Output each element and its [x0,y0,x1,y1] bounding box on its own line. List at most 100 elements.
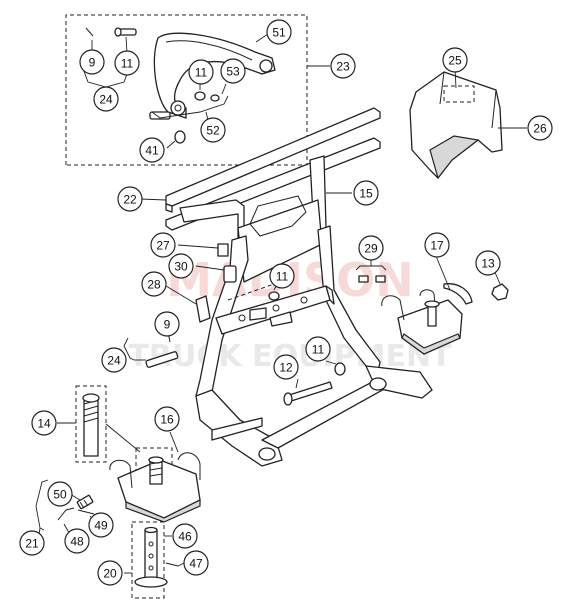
left-jack-foot [109,431,201,523]
callout-11a: 11 [114,50,140,76]
callout-number: 11 [195,66,208,80]
callout-53: 53 [220,58,246,84]
callout-circle [200,117,226,143]
callout-50: 50 [47,481,73,507]
callout-17: 17 [424,232,450,258]
callout-number: 9 [89,56,96,70]
callout-number: 48 [70,535,84,549]
callout-circle [353,180,379,206]
callout-number: 41 [145,144,159,158]
callout-29: 29 [358,235,384,261]
cross-bar [215,281,335,335]
callout-circle [117,186,143,212]
callout-circle [79,49,105,75]
callout-number: 29 [364,242,378,256]
callout-number: 20 [103,567,117,581]
top-angle-bars [139,107,381,231]
callout-number: 13 [481,257,495,271]
callout-circle [527,115,553,141]
callout-number: 9 [164,318,171,332]
callout-23: 23 [330,53,356,79]
callout-circle [88,512,114,538]
callout-circle [273,354,299,380]
callout-number: 16 [160,413,174,427]
callout-number: 30 [174,260,188,274]
callout-12: 12 [273,354,299,380]
callout-22: 22 [117,186,143,212]
callout-number: 52 [206,124,220,138]
callout-circle [305,336,331,362]
callout-27: 27 [150,232,176,258]
callout-21: 21 [19,530,45,556]
callout-number: 24 [107,354,121,368]
callout-circle [183,550,209,576]
callout-9a: 9 [79,49,105,75]
callout-number: 28 [147,278,161,292]
callout-circle [19,530,45,556]
callout-26: 26 [527,115,553,141]
callout-circle [101,347,127,373]
callout-number: 47 [189,557,203,571]
callout-circle [64,528,90,554]
callout-51: 51 [266,19,292,45]
callout-number: 26 [533,122,547,136]
callout-46: 46 [172,523,198,549]
linkage-hardware [149,82,229,149]
callout-circle [442,47,468,73]
callout-number: 15 [359,187,373,201]
callout-circle [150,232,176,258]
right-jack-assembly [381,255,509,355]
callout-number: 49 [94,519,108,533]
callout-30: 30 [168,253,194,279]
lift-arm-linkage [153,32,276,119]
callout-number: 17 [430,239,444,253]
callout-circle [475,250,501,276]
spring-assembly [57,385,141,463]
callout-number: 24 [99,93,113,107]
callout-47: 47 [183,550,209,576]
callout-number: 21 [25,537,39,551]
callout-circle [330,53,356,79]
callout-11d: 11 [305,336,331,362]
callout-number: 12 [279,361,293,375]
hydraulic-cover [409,67,527,180]
jack-stand [124,521,185,599]
callout-number: 25 [448,54,462,68]
callout-number: 50 [53,488,67,502]
callout-circle [139,137,165,163]
callout-24a: 24 [93,86,119,112]
callout-number: 23 [336,60,350,74]
callout-number: 53 [226,65,240,79]
callout-11c: 11 [269,263,295,289]
callout-49: 49 [88,512,114,538]
callout-48: 48 [64,528,90,554]
frame-hardware [165,243,280,323]
callout-circle [269,263,295,289]
callout-number: 11 [276,270,289,284]
callout-circle [141,271,167,297]
callout-11b: 11 [188,59,214,85]
callout-circle [168,253,194,279]
callout-circle [358,235,384,261]
callout-52: 52 [200,117,226,143]
bolt-and-washer-center [283,360,346,406]
callout-25: 25 [442,47,468,73]
callout-number: 46 [178,530,192,544]
callout-14: 14 [31,410,57,436]
linkage-assembly-box [65,14,330,166]
callout-circle [188,59,214,85]
callout-41: 41 [139,137,165,163]
callout-circle [154,406,180,432]
callout-28: 28 [141,271,167,297]
callout-20: 20 [97,560,123,586]
callout-number: 27 [156,239,170,253]
callout-circle [114,50,140,76]
callout-16: 16 [154,406,180,432]
callout-9b: 9 [154,311,180,337]
callout-number: 11 [312,343,325,357]
callout-number: 22 [123,193,137,207]
callout-15: 15 [353,180,379,206]
callout-24b: 24 [101,347,127,373]
callout-number: 14 [37,417,51,431]
